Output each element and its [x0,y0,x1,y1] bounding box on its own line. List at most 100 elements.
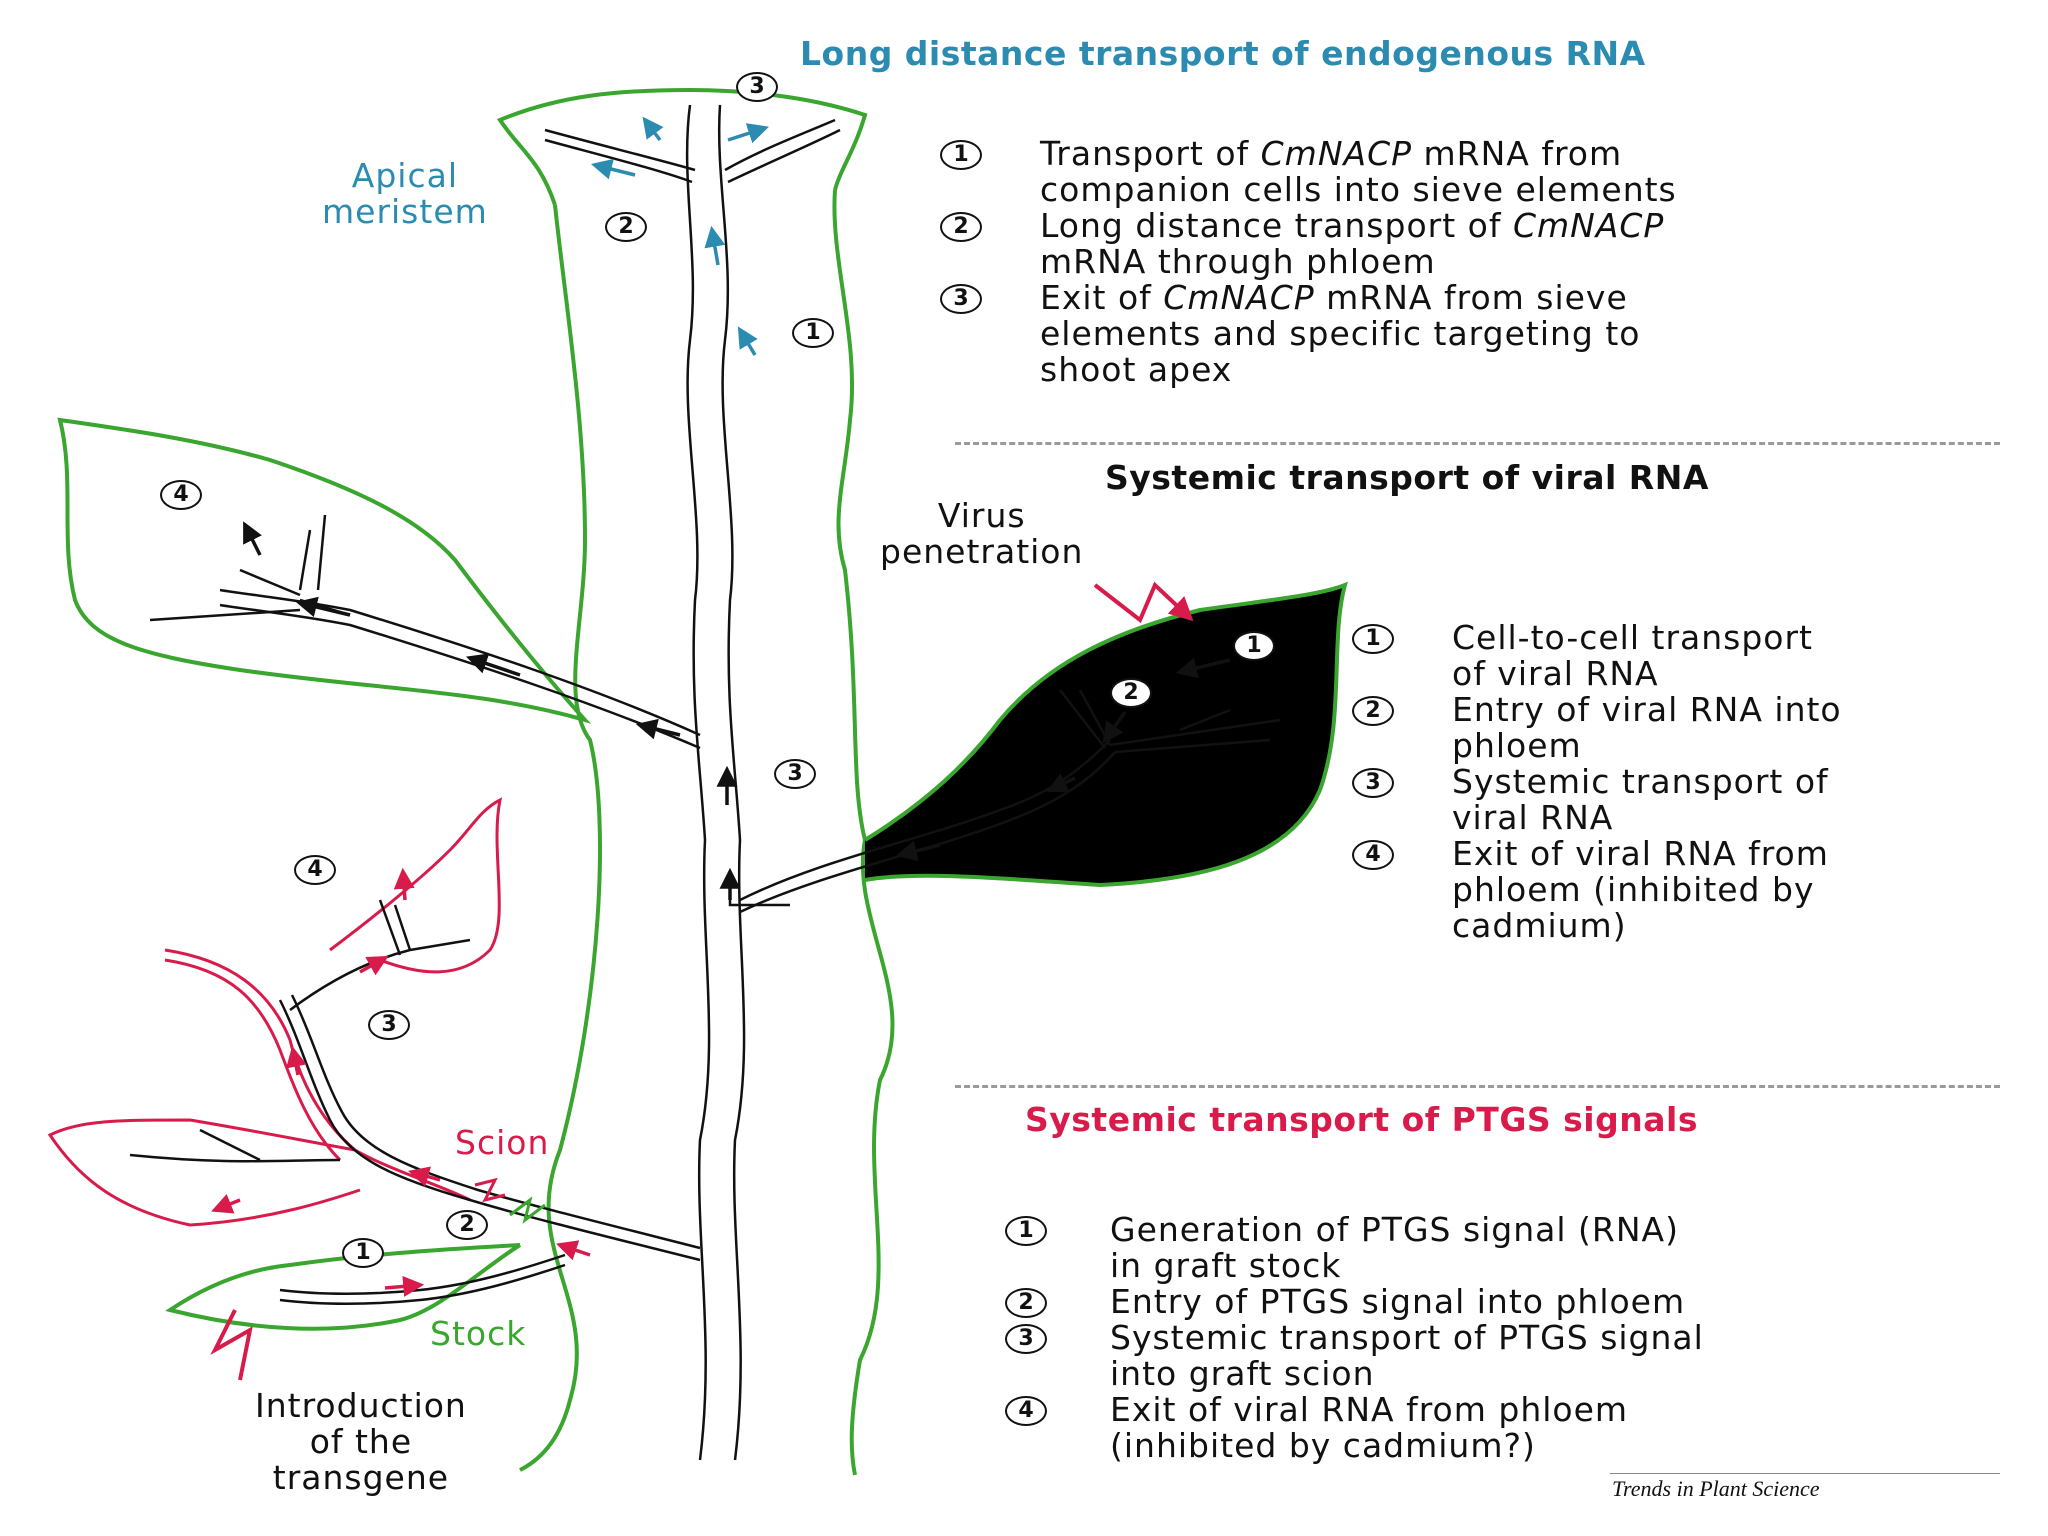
gene-name: CmNACP [1163,278,1315,317]
marker-apex-1: 1 [792,318,834,348]
line-text: Entry of viral RNA into [1452,690,1842,729]
line-text: mRNA through phloem [1040,242,1436,281]
line-text: cadmium) [1452,906,1627,945]
virus-penetration-line-1: Virus [937,496,1026,535]
line-text: Generation of PTGS signal (RNA) [1110,1210,1679,1249]
endogenous-item-3-line-3: shoot apex [1040,352,1232,388]
endogenous-item-2-line-2: mRNA through phloem [1040,244,1436,280]
marker-red-mid-3: 3 [368,1010,410,1040]
credit-rule [1610,1473,2000,1474]
upper-left-leaf [57,417,592,724]
journal-credit: Trends in Plant Science [1612,1476,1820,1501]
virus-zigzag [1093,581,1194,624]
viral-item-1-line-1: Cell-to-cell transport [1452,620,1813,656]
ptgs-item-2-line-1: Entry of PTGS signal into phloem [1110,1284,1685,1320]
stock-label: Stock [430,1314,527,1353]
line-text: Exit of viral RNA from [1452,834,1829,873]
section-divider-2 [955,1085,2000,1088]
line-text: in graft stock [1110,1246,1342,1285]
line-text: Systemic transport of PTGS signal [1110,1318,1704,1357]
ptgs-item-3-line-1: Systemic transport of PTGS signal [1110,1320,1704,1356]
line-text: Exit of viral RNA from phloem [1110,1390,1629,1429]
endogenous-item-3-line-1: Exit of CmNACP mRNA from sieve [1040,280,1628,316]
marker-red-top-4: 4 [294,855,336,885]
viral-item-4-line-3: cadmium) [1452,908,1627,944]
endogenous-item-3-badge: 3 [940,284,982,314]
viral-item-1-badge: 1 [1352,624,1394,654]
upper-left-leaf-veins [149,514,701,750]
endogenous-item-1-line-2: companion cells into sieve elements [1040,172,1677,208]
viral-section-title: Systemic transport of viral RNA [1105,458,1709,497]
ptgs-item-4-line-1: Exit of viral RNA from phloem [1110,1392,1628,1428]
line-text: Systemic transport of [1452,762,1829,801]
virus-penetration-line-2: penetration [880,532,1084,571]
marker-stock-1: 1 [342,1238,384,1268]
ptgs-section-title: Systemic transport of PTGS signals [1025,1100,1698,1139]
ptgs-item-4-badge: 4 [1005,1396,1047,1426]
viral-item-4-line-2: phloem (inhibited by [1452,872,1814,908]
line-text: companion cells into sieve elements [1040,170,1677,209]
line-text: Cell-to-cell transport [1452,618,1813,657]
endogenous-item-1-line-1: Transport of CmNACP mRNA from [1040,136,1622,172]
ptgs-item-3-line-2: into graft scion [1110,1356,1375,1392]
viral-item-3-line-2: viral RNA [1452,800,1613,836]
graft-zigzag-red [474,1177,506,1203]
line-text: (inhibited by cadmium?) [1110,1426,1536,1465]
endogenous-item-2-badge: 2 [940,212,982,242]
marker-stem-3: 3 [774,759,816,789]
viral-item-1-line-2: of viral RNA [1452,656,1659,692]
scion-phloem [129,899,701,1262]
viral-item-2-badge: 2 [1352,696,1394,726]
line-text: Exit of [1040,278,1164,317]
graft-zigzag-green [509,1196,546,1224]
ptgs-item-3-badge: 3 [1005,1324,1047,1354]
line-text: phloem [1452,726,1582,765]
viral-item-2-line-2: phloem [1452,728,1582,764]
viral-item-4-badge: 4 [1352,840,1394,870]
transgene-line-2: of the [309,1422,413,1461]
endogenous-item-2-line-1: Long distance transport of CmNACP [1040,208,1664,244]
scion-label: Scion [455,1123,550,1162]
viral-item-3-line-1: Systemic transport of [1452,764,1829,800]
apical-meristem-line-1: Apical [351,156,458,195]
ptgs-item-1-line-1: Generation of PTGS signal (RNA) [1110,1212,1679,1248]
marker-apex-2: 2 [605,212,647,242]
virus-penetration-label: Virus penetration [880,498,1083,570]
line-text: into graft scion [1110,1354,1375,1393]
endogenous-section-title: Long distance transport of endogenous RN… [800,34,1646,73]
line-text: Entry of PTGS signal into phloem [1110,1282,1686,1321]
line-text: Long distance transport of [1040,206,1513,245]
line-text: elements and specific targeting to [1040,314,1641,353]
marker-graft-2: 2 [446,1210,488,1240]
marker-apex-3: 3 [736,72,778,102]
blue-arrows [590,116,769,356]
line-text: mRNA from sieve [1314,278,1628,317]
black-arrows [243,521,1231,900]
viral-item-2-line-1: Entry of viral RNA into [1452,692,1842,728]
right-leaf-veins [728,689,1281,914]
transgene-line-3: transgene [272,1458,450,1497]
transgene-zigzag [210,1309,253,1381]
endogenous-item-3-line-2: elements and specific targeting to [1040,316,1641,352]
line-text: shoot apex [1040,350,1233,389]
apical-meristem-label: Apical meristem [322,158,488,230]
line-text: of viral RNA [1452,654,1659,693]
viral-item-3-badge: 3 [1352,768,1394,798]
viral-item-4-line-1: Exit of viral RNA from [1452,836,1829,872]
marker-right-leaf-2: 2 [1110,678,1152,708]
section-divider-1 [955,442,2000,445]
line-text: phloem (inhibited by [1452,870,1815,909]
ptgs-item-1-badge: 1 [1005,1216,1047,1246]
marker-left-leaf-4: 4 [160,480,202,510]
ptgs-item-2-badge: 2 [1005,1288,1047,1318]
marker-right-leaf-1: 1 [1233,631,1275,661]
apical-meristem-line-2: meristem [322,192,488,231]
gene-name: CmNACP [1512,206,1665,245]
gene-name: CmNACP [1260,134,1413,173]
line-text: mRNA from [1412,134,1623,173]
ptgs-item-1-line-2: in graft stock [1110,1248,1341,1284]
red-arrows [211,867,591,1297]
line-text: viral RNA [1452,798,1614,837]
line-text: Transport of [1040,134,1261,173]
